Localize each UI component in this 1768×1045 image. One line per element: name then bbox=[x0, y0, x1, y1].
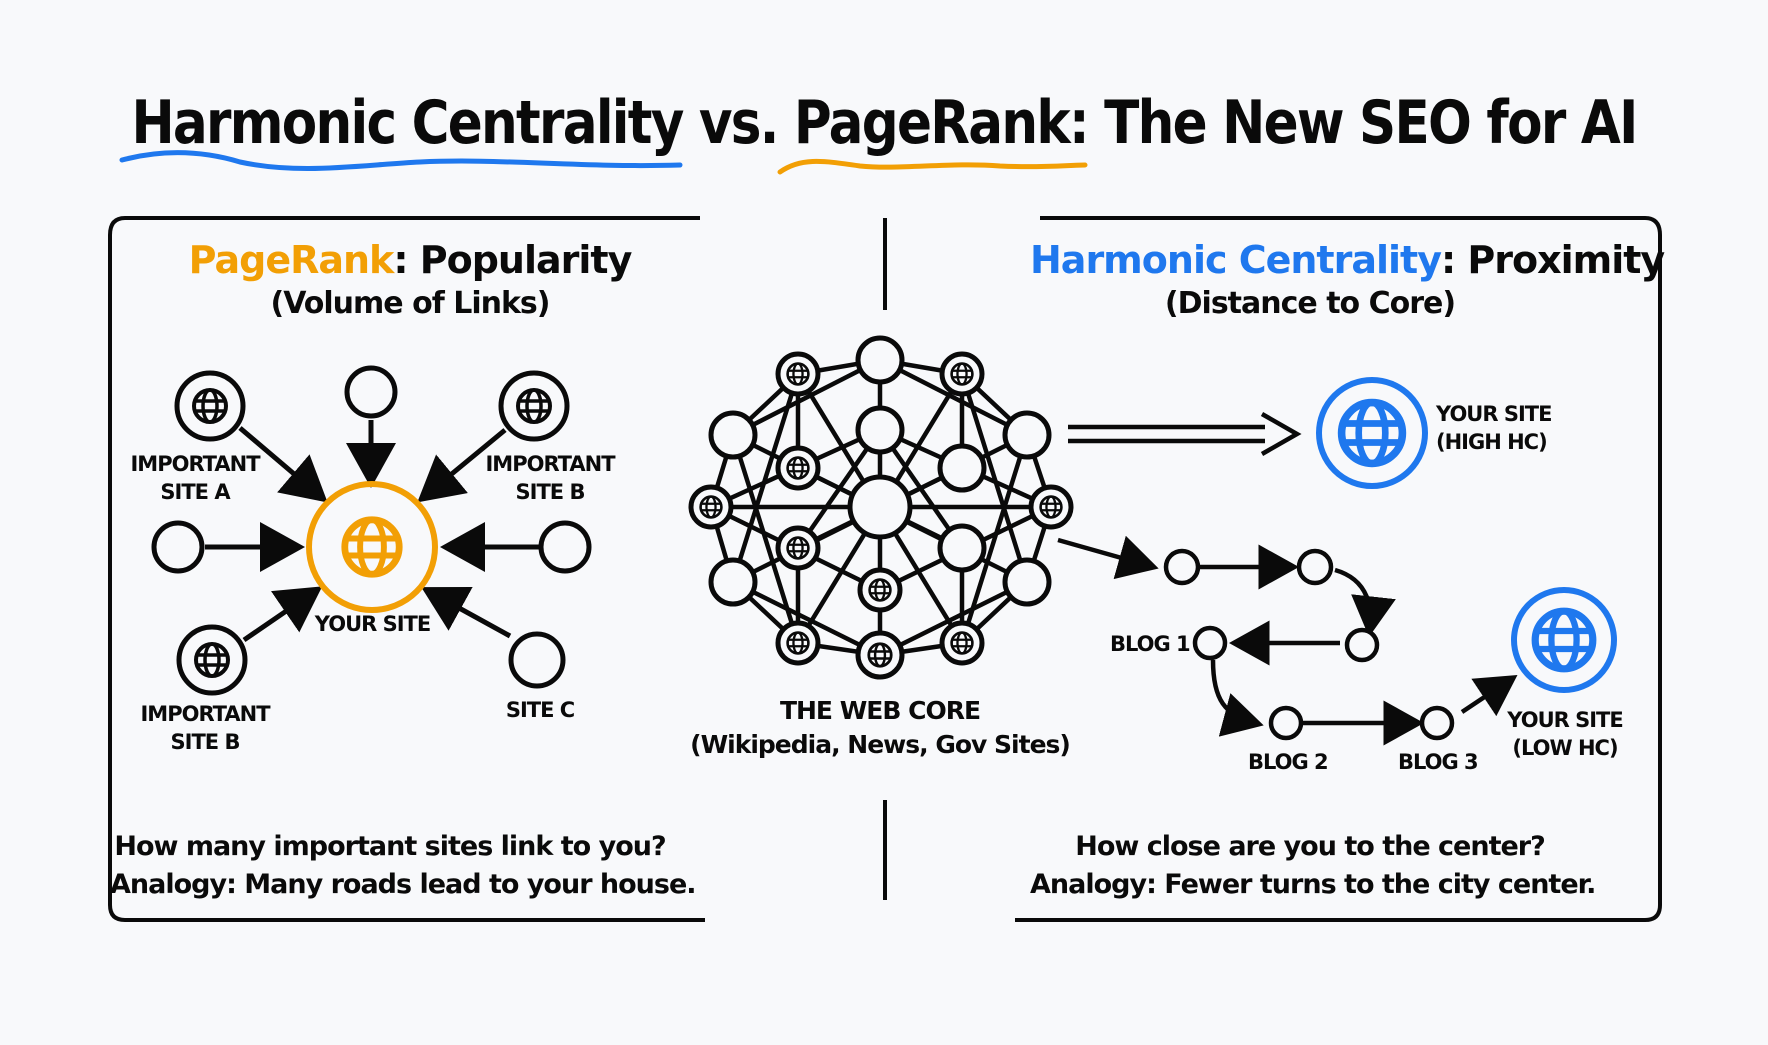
harmonic-underline bbox=[119, 150, 683, 171]
your-site-label: YOUR SITE bbox=[314, 612, 431, 636]
path-nodes bbox=[1163, 548, 1455, 741]
web-core-sublabel: (Wikipedia, News, Gov Sites) bbox=[690, 730, 1071, 759]
harmonic-footer: How close are you to the center?Analogy:… bbox=[1030, 831, 1596, 900]
long-path bbox=[1057, 535, 1518, 746]
important-site-a-node bbox=[174, 370, 246, 442]
web-core-label: THE WEB CORE bbox=[779, 696, 981, 725]
globe-icon bbox=[345, 520, 399, 574]
pagerank-panel-subtitle: (Volume of Links) bbox=[270, 286, 551, 321]
harmonic-panel-title: Harmonic Centrality: Proximity bbox=[1030, 238, 1665, 282]
blog-3-node bbox=[1419, 705, 1455, 741]
pagerank-underline bbox=[777, 158, 1088, 175]
important-site-b2-node bbox=[176, 624, 248, 696]
pagerank-panel-title: PageRank: Popularity bbox=[188, 238, 633, 282]
site-c-label: SITE C bbox=[505, 698, 575, 722]
harmonic-panel-subtitle: (Distance to Core) bbox=[1164, 286, 1456, 321]
site-c-node bbox=[508, 631, 566, 689]
blog-1-node bbox=[1192, 625, 1228, 661]
important-site-b-node bbox=[498, 370, 570, 442]
blog-2-label: BLOG 2 bbox=[1248, 750, 1329, 774]
pagerank-footer: How many important sites link to you?Ana… bbox=[110, 831, 697, 900]
page-title: Harmonic Centrality vs. PageRank: The Ne… bbox=[131, 88, 1638, 158]
web-core-nodes bbox=[688, 335, 1074, 680]
globe-icon bbox=[1342, 403, 1403, 464]
your-site-high-hc-label: YOUR SITE(HIGH HC) bbox=[1436, 402, 1552, 454]
your-site-node-pagerank bbox=[306, 481, 438, 613]
double-arrow bbox=[1068, 412, 1302, 456]
pagerank-network bbox=[205, 420, 540, 643]
globe-icon bbox=[1535, 611, 1593, 669]
blog-2-node bbox=[1268, 705, 1304, 741]
blog-3-label: BLOG 3 bbox=[1398, 750, 1479, 774]
your-site-low-hc-node bbox=[1511, 587, 1617, 693]
left-node bbox=[151, 520, 205, 574]
right-node bbox=[538, 520, 592, 574]
title-harmonic: Harmonic Centrality bbox=[131, 88, 684, 158]
left-panel-frame bbox=[108, 216, 705, 922]
your-site-low-hc-label: YOUR SITE(LOW HC) bbox=[1507, 708, 1623, 760]
blog-1-label: BLOG 1 bbox=[1110, 632, 1191, 656]
your-site-high-hc-node bbox=[1316, 377, 1428, 489]
title-pagerank: PageRank bbox=[793, 88, 1071, 158]
top-node bbox=[344, 365, 398, 419]
right-panel-frame bbox=[1015, 216, 1662, 922]
